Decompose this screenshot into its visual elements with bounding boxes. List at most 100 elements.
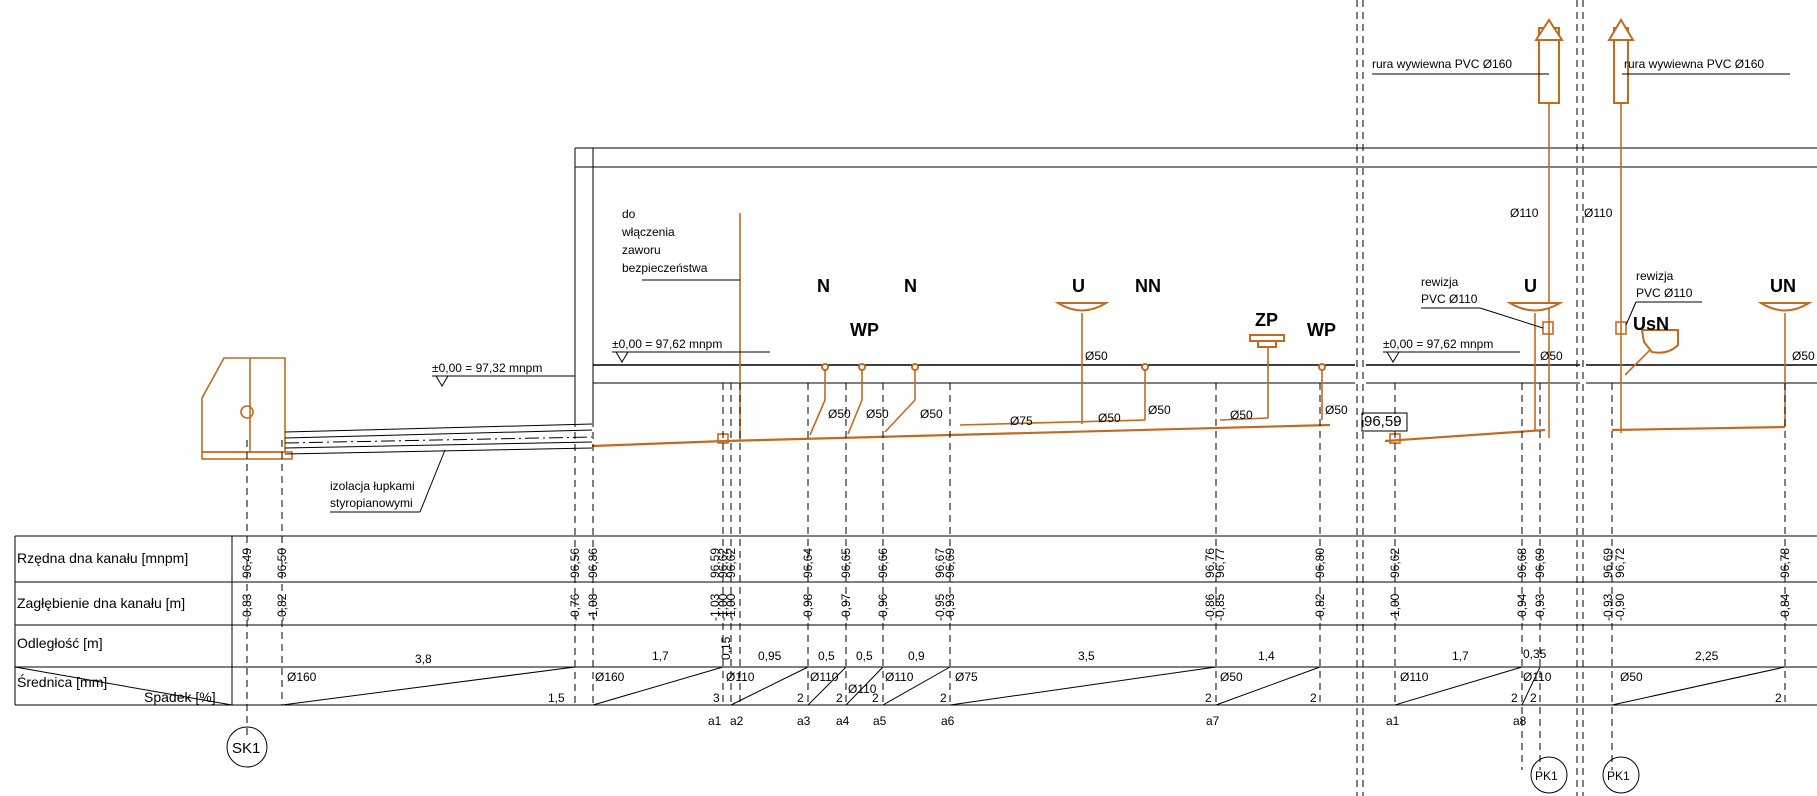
depth-cell: -0,94 [1515,593,1529,621]
external-pipe-section [201,357,593,460]
slope-cell: 2 [1511,691,1518,705]
profile-table: Rzędna dna kanału [mnpm] Zagłębienie dna… [14,535,1817,794]
point-label: a1 [1386,714,1400,728]
diameter-cell: Ø160 [595,670,625,684]
depth-cell: -0,93 [943,593,957,621]
invert-level-cell: 96,69 [943,548,957,578]
invert-level-cell: 96,72 [1613,548,1627,578]
depth-cell: -0,84 [1778,593,1792,621]
row-label-distance: Odległość [m] [17,635,103,651]
depth-cell: -0,95 [933,593,947,621]
distance-cell: 0,9 [908,649,925,663]
distance-cell: 0,15 [719,636,733,660]
diameter-cell: Ø110 [848,682,877,696]
washbasin-icon [1757,302,1813,312]
diameter-cell: Ø160 [287,670,317,684]
revision-label-2a: rewizja [1636,269,1674,283]
slope-cell: 2 [1775,691,1782,705]
invert-level-cell: 96,76 [1203,548,1217,578]
invert-level-cell: 96,62 [716,548,730,578]
dia-label: Ø110 [1584,206,1613,220]
dia-label: Ø75 [1010,414,1033,428]
revision-label-2b: PVC Ø110 [1636,286,1693,300]
sanitary-fixtures [1054,302,1813,354]
washbasin-icon [1054,302,1110,312]
washbasin-icon [1506,302,1564,312]
depth-cell: -0,82 [1313,593,1327,621]
distance-cell: 0,95 [758,649,782,663]
distance-cell: 3,5 [1078,649,1095,663]
diameter-cell: Ø110 [810,670,839,684]
invert-level-cell: 96,62 [1388,548,1402,578]
slope-cell: 2 [1530,691,1537,705]
valve-note-2: włączenia [621,225,675,239]
dia-label: Ø50 [1098,411,1121,425]
diameter-cell: Ø110 [726,670,755,684]
valve-note-1: do [622,207,636,221]
dia-label: Ø50 [1085,349,1108,363]
risers-and-branches [739,18,1786,441]
distance-cell: 1,7 [1452,649,1469,663]
fixture-label-n2: N [904,276,917,296]
fixture-label-usn: UsN [1633,314,1669,334]
annotations: ±0,00 = 97,32 mnpm ±0,00 = 97,62 mnpm ±0… [330,57,1815,513]
depth-cell: -0,93 [1533,593,1547,621]
depth-cell: -0,83 [240,593,254,621]
invert-level-cell: 96,64 [801,548,815,578]
slope-cell: 2 [836,691,843,705]
row-label-depth: Zagłębienie dna kanału [m] [17,595,185,611]
fixture-label-un: UN [1770,276,1796,296]
fixture-label-n1: N [817,276,830,296]
depth-cell: -0,98 [801,593,815,621]
level-mid-label: ±0,00 = 97,62 mnpm [612,337,722,351]
depth-cell: -0,93 [1601,593,1615,621]
revision-label-1a: rewizja [1421,275,1459,289]
diameter-cell: Ø50 [1620,670,1643,684]
valve-note-3: zaworu [622,243,661,257]
invert-level-cell: 96,59 [708,548,722,578]
fixture-label-wp2: WP [1307,320,1336,340]
invert-level-cell: 96,56 [568,548,582,578]
fixture-label-nn: NN [1135,276,1161,296]
diameter-cell: Ø110 [885,670,914,684]
dia-label: Ø50 [1325,403,1348,417]
fixture-label-wp1: WP [850,320,879,340]
dia-label: Ø50 [920,407,943,421]
diameter-cell: Ø50 [1220,670,1243,684]
slope-cell: 1,5 [548,691,565,705]
distance-cell: 1,4 [1258,649,1275,663]
dia-label: Ø50 [866,407,889,421]
invert-level-cell: 96,65 [839,548,853,578]
dia-label: Ø50 [1540,349,1563,363]
fixture-label-u1: U [1072,276,1085,296]
depth-cell: -0,85 [1213,593,1227,621]
section-dash-lines [246,383,1786,770]
distance-cell: 0,5 [818,649,835,663]
dia-label: Ø50 [828,407,851,421]
manhole-label: SK1 [232,740,260,757]
diameter-cell: Ø75 [955,670,978,684]
point-label: a6 [941,714,955,728]
invert-level-cell: 96,49 [240,548,254,578]
slope-cell: 2 [1310,691,1317,705]
invert-level-cell: 96,86 [586,548,600,578]
manhole-label: PK1 [1607,769,1630,783]
main-drain-pipes [591,423,1786,448]
depth-cell: -0,76 [568,593,582,621]
floor-drain-icon [1257,340,1277,348]
point-label: a4 [836,714,850,728]
level-right-label: ±0,00 = 97,62 mnpm [1383,337,1493,351]
dia-label: Ø50 [1230,408,1253,422]
invert-level-cell: 96,62 [724,548,738,578]
depth-cell: -0,82 [275,593,289,621]
depth-cell: -1,00 [1388,593,1402,621]
building-structure [574,0,1817,796]
depth-cell: -1,03 [708,593,722,621]
invert-level-cell: 96,77 [1213,548,1227,578]
insulation-note-1: izolacja łupkami [330,479,415,493]
distance-cell: 3,8 [415,652,432,666]
level-left-label: ±0,00 = 97,32 mnpm [432,361,542,375]
point-label: a7 [1206,714,1220,728]
